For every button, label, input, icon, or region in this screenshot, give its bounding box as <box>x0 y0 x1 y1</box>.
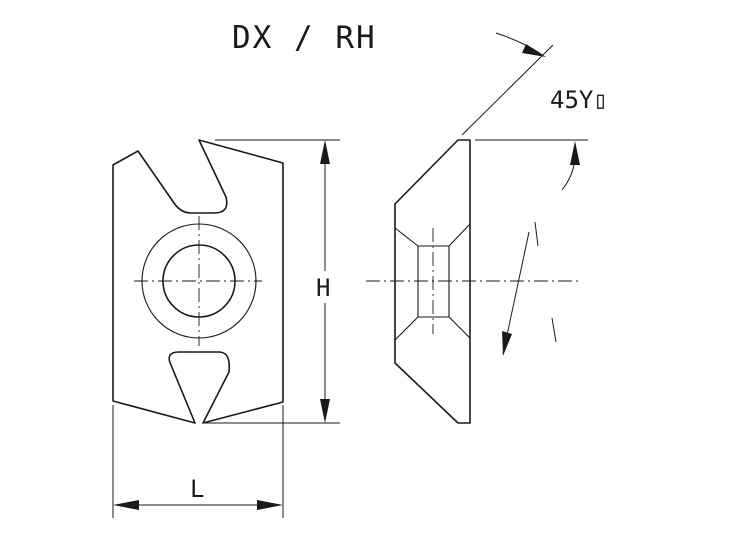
length-label: L <box>190 475 204 503</box>
side-view-chamfer-lower <box>394 316 471 341</box>
height-arrow-top <box>320 140 330 164</box>
clearance-arrow-lower <box>502 331 512 356</box>
height-label-backdrop <box>312 271 338 303</box>
front-view <box>112 139 284 424</box>
length-dimension: L <box>112 405 284 518</box>
angle-leader-line <box>461 44 554 136</box>
side-view <box>366 139 578 424</box>
clearance-arrow-upper <box>570 141 580 165</box>
clearance-tick-lower <box>551 317 557 343</box>
angle-arc-arrow <box>522 44 546 57</box>
height-dimension: H <box>205 139 340 424</box>
clearance-tick-upper <box>534 221 539 247</box>
drawing-title: DX / RH <box>232 20 377 56</box>
length-arrow-left <box>113 500 139 510</box>
length-arrow-right <box>257 500 283 510</box>
insert-outline <box>112 139 284 424</box>
side-view-bore <box>417 245 450 318</box>
height-arrow-bottom <box>320 399 330 423</box>
clearance-angle-dimension <box>475 139 588 356</box>
side-view-outline <box>394 139 471 424</box>
angle-label: 45Y▯ <box>550 86 608 114</box>
side-view-chamfer-upper <box>394 223 471 247</box>
height-label: H <box>316 274 330 302</box>
angle-dimension-top: 45Y▯ <box>461 32 608 136</box>
